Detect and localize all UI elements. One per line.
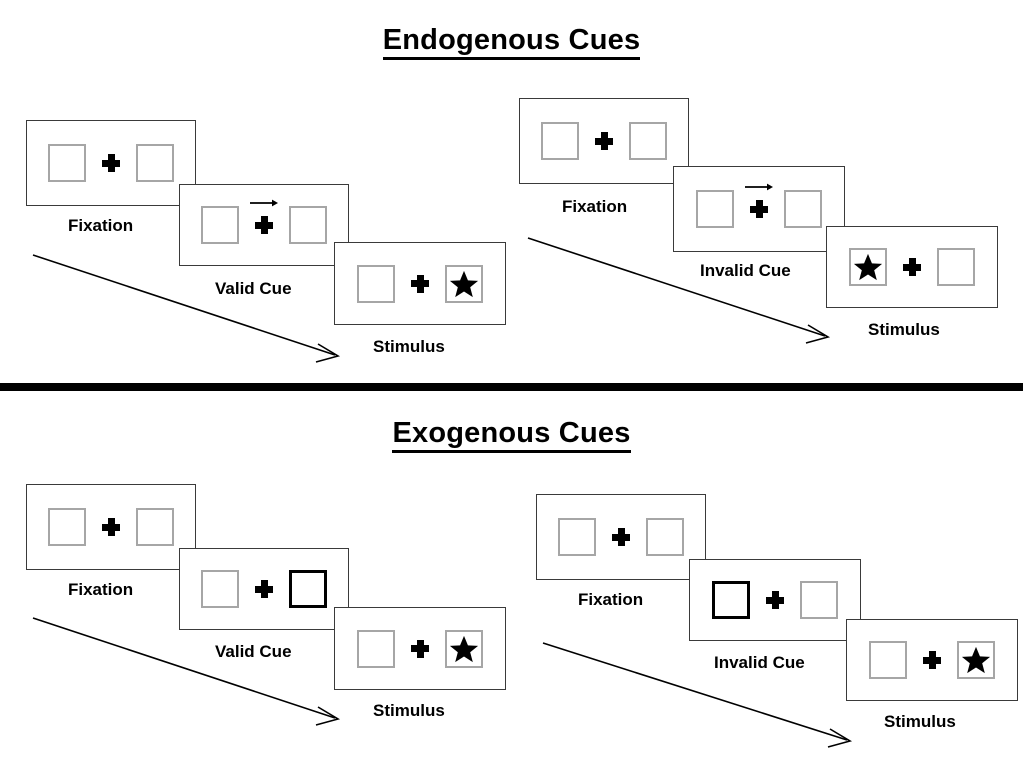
star-icon — [449, 635, 479, 662]
fixation-cross-icon — [253, 578, 275, 600]
arrow-right-icon — [745, 183, 773, 191]
stimulus-box-left — [357, 629, 395, 668]
stimulus-box-right — [784, 190, 822, 228]
stimulus-box-left — [48, 508, 86, 546]
caption-endogenous-invalid-stimulus: Stimulus — [868, 320, 940, 339]
section-title-exogenous-text: Exogenous Cues — [392, 417, 631, 453]
panel-exogenous-invalid-stimulus — [846, 619, 1018, 701]
caption-endogenous-invalid-cue: Invalid Cue — [700, 261, 791, 280]
panel-endogenous-valid-fixation — [26, 120, 196, 206]
stimulus-box-right — [629, 122, 667, 160]
panel-exogenous-invalid-fixation — [536, 494, 706, 580]
stimulus-box-left — [201, 570, 239, 608]
stimulus-box-right — [957, 641, 995, 679]
section-title-endogenous-text: Endogenous Cues — [382, 24, 641, 60]
stimulus-box-left-cued — [712, 581, 750, 619]
stimulus-box-right — [445, 264, 483, 303]
fixation-cross-icon — [409, 638, 431, 660]
stimulus-box-left — [201, 206, 239, 244]
section-title-exogenous: Exogenous Cues — [0, 417, 1023, 453]
caption-endogenous-valid-stimulus: Stimulus — [373, 337, 445, 356]
section-title-endogenous: Endogenous Cues — [0, 24, 1023, 60]
arrow-right-icon — [250, 199, 278, 207]
stimulus-box-right — [445, 629, 483, 668]
stimulus-box-right — [136, 508, 174, 546]
fixation-cross-icon — [745, 183, 773, 220]
panel-exogenous-invalid-cue — [689, 559, 861, 641]
stimulus-box-left — [48, 144, 86, 182]
stimulus-box-right — [289, 206, 327, 244]
panel-exogenous-valid-fixation — [26, 484, 196, 570]
caption-endogenous-valid-fixation: Fixation — [68, 216, 134, 235]
time-progression-arrow-icon — [32, 254, 341, 363]
caption-exogenous-invalid-stimulus: Stimulus — [884, 712, 956, 731]
stimulus-box-left — [558, 518, 596, 556]
panel-endogenous-invalid-stimulus — [826, 226, 998, 308]
star-icon — [853, 253, 883, 281]
panel-exogenous-valid-cue — [179, 548, 349, 630]
stimulus-box-left — [696, 190, 734, 228]
stimulus-box-right — [136, 144, 174, 182]
panel-endogenous-invalid-cue — [673, 166, 845, 252]
stimulus-box-right — [800, 581, 838, 619]
caption-exogenous-valid-stimulus: Stimulus — [373, 701, 445, 720]
stimulus-box-right-cued — [289, 570, 327, 608]
fixation-cross-icon — [100, 516, 122, 538]
star-icon — [449, 270, 479, 297]
stimulus-box-left — [357, 264, 395, 303]
section-divider — [0, 383, 1023, 391]
caption-exogenous-invalid-fixation: Fixation — [578, 590, 644, 609]
star-icon — [961, 646, 991, 674]
time-progression-arrow-icon — [542, 642, 853, 748]
fixation-cross-icon — [921, 649, 943, 671]
fixation-cross-icon — [901, 256, 923, 278]
caption-exogenous-valid-cue: Valid Cue — [215, 642, 292, 661]
panel-endogenous-valid-cue — [179, 184, 349, 266]
panel-endogenous-valid-stimulus — [334, 242, 506, 325]
panel-endogenous-invalid-fixation — [519, 98, 689, 184]
panel-exogenous-valid-stimulus — [334, 607, 506, 690]
stimulus-box-left — [849, 248, 887, 286]
time-progression-arrow-icon — [527, 237, 831, 344]
caption-exogenous-valid-fixation: Fixation — [68, 580, 134, 599]
stimulus-box-right — [937, 248, 975, 286]
fixation-cross-icon — [100, 152, 122, 174]
fixation-cross-icon — [409, 273, 431, 295]
fixation-cross-icon — [250, 199, 278, 236]
caption-endogenous-valid-cue: Valid Cue — [215, 279, 292, 298]
fixation-cross-icon — [610, 526, 632, 548]
time-progression-arrow-icon — [32, 617, 341, 726]
caption-endogenous-invalid-fixation: Fixation — [562, 197, 628, 216]
stimulus-box-left — [541, 122, 579, 160]
caption-exogenous-invalid-cue: Invalid Cue — [714, 653, 805, 672]
fixation-cross-icon — [764, 589, 786, 611]
fixation-cross-icon — [593, 130, 615, 152]
stimulus-box-left — [869, 641, 907, 679]
stimulus-box-right — [646, 518, 684, 556]
